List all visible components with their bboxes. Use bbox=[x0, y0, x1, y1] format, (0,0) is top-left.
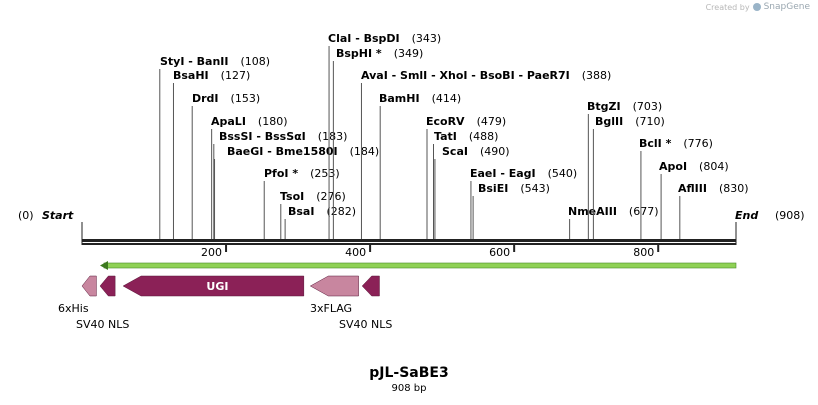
site-position: (276) bbox=[316, 190, 346, 203]
site-label: ClaI - BspDI bbox=[328, 32, 400, 45]
axis-tick bbox=[369, 245, 372, 252]
plasmid-map: (0) Start End (908) 200 400 600 800 StyI - BanII… bbox=[18, 32, 805, 331]
site-label: BamHI bbox=[379, 92, 420, 105]
site-position: (253) bbox=[310, 167, 340, 180]
feature-label: 6xHis bbox=[58, 302, 89, 315]
site-position: (804) bbox=[699, 160, 729, 173]
axis-tick bbox=[513, 245, 516, 252]
site-label: StyI - BanII bbox=[160, 55, 229, 68]
site-label: BssSI - BssSαI bbox=[219, 130, 306, 143]
orf-bar bbox=[103, 262, 737, 269]
site-position: (282) bbox=[326, 205, 356, 218]
feature-label: SV40 NLS bbox=[76, 318, 129, 331]
site-position: (127) bbox=[221, 69, 251, 82]
axis-tick-label: 800 bbox=[633, 246, 654, 259]
start-position: (0) bbox=[18, 209, 34, 222]
site-position: (479) bbox=[477, 115, 507, 128]
site-label: BsaI bbox=[288, 205, 314, 218]
site-position: (488) bbox=[469, 130, 499, 143]
site-label: NmeAIII bbox=[568, 205, 617, 218]
feature-arrow bbox=[309, 275, 359, 297]
site-position: (540) bbox=[548, 167, 578, 180]
site-position: (710) bbox=[635, 115, 665, 128]
snapgene-logo-icon bbox=[752, 3, 761, 11]
plasmid-name: pJL-SaBE3 bbox=[369, 365, 449, 381]
credit: Created by SnapGene bbox=[706, 2, 810, 12]
orf-arrowhead bbox=[100, 261, 109, 270]
site-position: (388) bbox=[582, 69, 612, 82]
site-label: BspHI * bbox=[336, 47, 382, 60]
site-position: (414) bbox=[432, 92, 462, 105]
feature-arrow bbox=[81, 275, 97, 297]
axis-tick bbox=[225, 245, 228, 252]
end-position: (908) bbox=[775, 209, 805, 222]
site-label: BglII bbox=[595, 115, 623, 128]
site-position: (349) bbox=[394, 47, 424, 60]
site-label: EcoRV bbox=[426, 115, 465, 128]
site-label: TsoI bbox=[280, 190, 304, 203]
end-label: End bbox=[735, 209, 758, 222]
plasmid-length: 908 bp bbox=[391, 383, 427, 394]
site-position: (776) bbox=[683, 137, 713, 150]
feature-label: UGI bbox=[206, 280, 228, 293]
site-label: ApoI bbox=[659, 160, 687, 173]
axis-tick-label: 400 bbox=[345, 246, 366, 259]
feature-arrow bbox=[99, 275, 116, 297]
site-label: BsiEI bbox=[478, 182, 508, 195]
site-position: (830) bbox=[719, 182, 749, 195]
site-label: BaeGI - Bme1580I bbox=[227, 145, 338, 158]
site-position: (108) bbox=[241, 55, 271, 68]
site-position: (343) bbox=[412, 32, 442, 45]
feature-label: 3xFLAG bbox=[310, 302, 352, 315]
site-label: BsaHI bbox=[173, 69, 209, 82]
site-position: (184) bbox=[350, 145, 380, 158]
site-label: BtgZI bbox=[587, 100, 621, 113]
site-label: AvaI - SmlI - XhoI - BsoBI - PaeR7I bbox=[361, 69, 570, 82]
axis-tick bbox=[657, 245, 660, 252]
backbone-bottom-strand bbox=[82, 243, 736, 245]
site-label: PfoI * bbox=[264, 167, 298, 180]
site-position: (543) bbox=[520, 182, 550, 195]
site-position: (180) bbox=[258, 115, 288, 128]
credit-prefix: Created by bbox=[705, 2, 750, 12]
site-label: BclI * bbox=[639, 137, 672, 150]
site-position: (183) bbox=[318, 130, 348, 143]
feature-arrow bbox=[361, 275, 380, 297]
site-position: (490) bbox=[480, 145, 510, 158]
site-label: DrdI bbox=[192, 92, 219, 105]
feature-label: SV40 NLS bbox=[339, 318, 392, 331]
site-label: ApaLI bbox=[211, 115, 246, 128]
start-label: Start bbox=[42, 209, 74, 222]
backbone-top-strand bbox=[82, 239, 736, 242]
axis-tick-label: 200 bbox=[201, 246, 222, 259]
site-label: AflIII bbox=[678, 182, 707, 195]
site-label: EaeI - EagI bbox=[470, 167, 536, 180]
site-position: (153) bbox=[231, 92, 261, 105]
site-label: ScaI bbox=[442, 145, 468, 158]
credit-brand: SnapGene bbox=[763, 2, 810, 12]
site-label: TatI bbox=[434, 130, 457, 143]
site-position: (677) bbox=[629, 205, 659, 218]
site-position: (703) bbox=[633, 100, 663, 113]
axis-tick-label: 600 bbox=[489, 246, 510, 259]
feature-arrow bbox=[122, 275, 305, 297]
